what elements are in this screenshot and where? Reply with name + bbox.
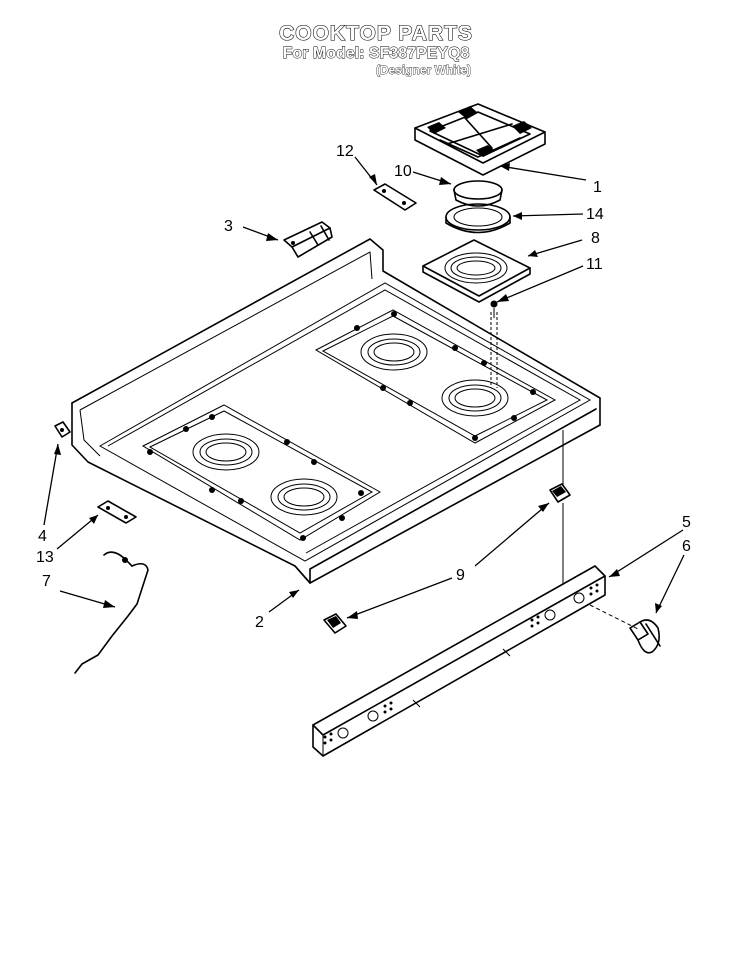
callout-8: 8 — [591, 230, 600, 247]
callout-3: 3 — [224, 218, 233, 235]
color-line: (Designer White) — [375, 63, 472, 78]
leader-arrowheads — [54, 163, 662, 619]
callout-14: 14 — [586, 206, 604, 223]
cooktop-body — [71, 238, 601, 584]
right-burner-tray — [314, 309, 557, 444]
left-burner-tray — [141, 404, 381, 541]
leader-lines — [43, 156, 685, 619]
diagram-header: COOKTOP PARTS For Model: SF387PEYQ8 (Des… — [0, 21, 752, 78]
control-knob — [629, 619, 661, 654]
screw — [490, 300, 498, 388]
callout-2: 2 — [255, 614, 264, 631]
callout-9: 9 — [456, 567, 465, 584]
page-title: COOKTOP PARTS — [279, 21, 473, 45]
control-panel — [312, 565, 641, 757]
hinge-3 — [283, 221, 333, 258]
burner-cap — [453, 180, 503, 207]
callout-13: 13 — [36, 549, 54, 566]
callout-4: 4 — [38, 528, 47, 545]
callout-5: 5 — [682, 514, 691, 531]
callout-10: 10 — [394, 163, 412, 180]
hinge-bracket-12 — [373, 183, 417, 211]
callout-12: 12 — [336, 143, 354, 160]
callout-7: 7 — [42, 573, 51, 590]
clip-9-left — [323, 613, 347, 634]
burner-base-plate — [422, 239, 531, 303]
model-line: For Model: SF387PEYQ8 — [282, 45, 470, 63]
callout-6: 6 — [682, 538, 691, 555]
igniter-wire — [74, 551, 149, 674]
bracket-13 — [97, 500, 137, 524]
burner-ring — [445, 203, 511, 234]
burner-grate — [414, 103, 546, 176]
callout-11: 11 — [586, 256, 603, 273]
clip-4 — [54, 421, 71, 438]
callout-1: 1 — [593, 179, 602, 196]
clip-9-right — [549, 483, 571, 503]
callout-labels: 1 2 3 4 5 6 7 8 9 10 11 12 13 14 — [36, 143, 691, 631]
